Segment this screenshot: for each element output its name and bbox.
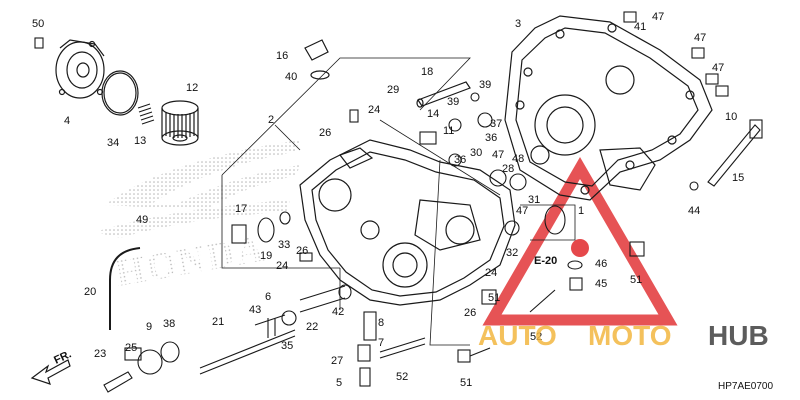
callout-25: 25 (125, 342, 137, 354)
callout-26b: 26 (296, 245, 308, 257)
callout-4: 4 (64, 115, 70, 127)
callout-52b: 52 (396, 371, 408, 383)
honda-logo-text: HONDA (112, 227, 268, 295)
callout-47b: 47 (694, 32, 706, 44)
callout-51a: 51 (630, 274, 642, 286)
crankcase (299, 139, 516, 306)
callout-41: 41 (634, 21, 646, 33)
callout-30: 30 (470, 147, 482, 159)
callout-51c: 51 (488, 292, 500, 304)
callout-21: 21 (212, 316, 224, 328)
callout-15: 15 (732, 172, 744, 184)
automotohub-watermark: AUTO MOTO HUB (478, 320, 769, 351)
callout-1: 1 (578, 205, 584, 217)
watermark-text-hub: HUB (708, 320, 769, 351)
callout-46: 46 (595, 258, 607, 270)
hardware-parts (34, 11, 763, 393)
callout-43: 43 (249, 304, 261, 316)
callout-20: 20 (84, 286, 96, 298)
callout-24c: 24 (485, 267, 497, 279)
breather-tube (109, 247, 141, 330)
callout-6: 6 (265, 291, 271, 303)
callout-26c: 26 (464, 307, 476, 319)
callout-14: 14 (427, 108, 439, 120)
watermark-text-auto: AUTO (478, 320, 557, 351)
dipstick (304, 39, 330, 80)
callout-32: 32 (506, 247, 518, 259)
callout-52a: 52 (530, 331, 542, 343)
callout-36b: 36 (454, 154, 466, 166)
callout-8: 8 (378, 317, 384, 329)
callout-45: 45 (595, 278, 607, 290)
callout-44: 44 (688, 205, 700, 217)
callout-31: 31 (528, 194, 540, 206)
callout-51b: 51 (460, 377, 472, 389)
crankcase-cover (504, 15, 713, 201)
callout-24a: 24 (368, 104, 380, 116)
callout-40: 40 (285, 71, 297, 83)
callout-17: 17 (235, 203, 247, 215)
callout-27: 27 (331, 355, 343, 367)
callout-47a: 47 (652, 11, 664, 23)
callout-36a: 36 (485, 132, 497, 144)
o-ring-34 (101, 70, 139, 116)
callout-12: 12 (186, 82, 198, 94)
oil-filter-12 (161, 100, 199, 146)
callout-13: 13 (134, 135, 146, 147)
callout-42: 42 (332, 306, 344, 318)
callout-24b: 24 (276, 260, 288, 272)
shaft-18 (416, 81, 471, 108)
callout-5: 5 (336, 377, 342, 389)
callout-22: 22 (306, 321, 318, 333)
callout-47d: 47 (492, 149, 504, 161)
callout-11: 11 (443, 125, 454, 137)
callout-35: 35 (281, 340, 293, 352)
front-label: FR. (52, 348, 73, 366)
callout-7: 7 (378, 337, 384, 349)
leader-lines (221, 57, 576, 346)
callout-9: 9 (146, 321, 152, 333)
callout-2: 2 (268, 114, 274, 126)
callout-39a: 39 (479, 79, 491, 91)
callout-33: 33 (278, 239, 290, 251)
callout-18: 18 (421, 66, 433, 78)
callout-47c: 47 (712, 62, 724, 74)
callout-49: 49 (136, 214, 148, 226)
callout-3: 3 (515, 18, 521, 30)
callout-29: 29 (387, 84, 399, 96)
callout-26a: 26 (319, 127, 331, 139)
callout-23: 23 (94, 348, 106, 360)
front-arrow: FR. (30, 348, 73, 385)
callout-48: 48 (512, 153, 524, 165)
oil-filter-cover (55, 39, 105, 99)
callout-47e: 47 (516, 205, 528, 217)
callout-19: 19 (260, 250, 272, 262)
watermark-text-moto: MOTO (588, 320, 671, 351)
callout-37: 37 (490, 118, 502, 130)
spring-13 (137, 103, 155, 125)
callout-50: 50 (32, 18, 44, 30)
automotohub-triangle (482, 157, 678, 326)
honda-wing-logo: HONDA (95, 140, 300, 295)
callout-34: 34 (107, 137, 119, 149)
callout-39b: 39 (447, 96, 459, 108)
callout-28: 28 (502, 163, 514, 175)
diagram-code: HP7AE0700 (718, 381, 773, 392)
callout-labels: 1 2 3 4 5 6 7 8 9 10 11 12 13 14 15 16 1… (32, 11, 744, 389)
callout-38: 38 (163, 318, 175, 330)
callout-10: 10 (725, 111, 737, 123)
e20-reference: E-20 (534, 255, 557, 267)
callout-16: 16 (276, 50, 288, 62)
